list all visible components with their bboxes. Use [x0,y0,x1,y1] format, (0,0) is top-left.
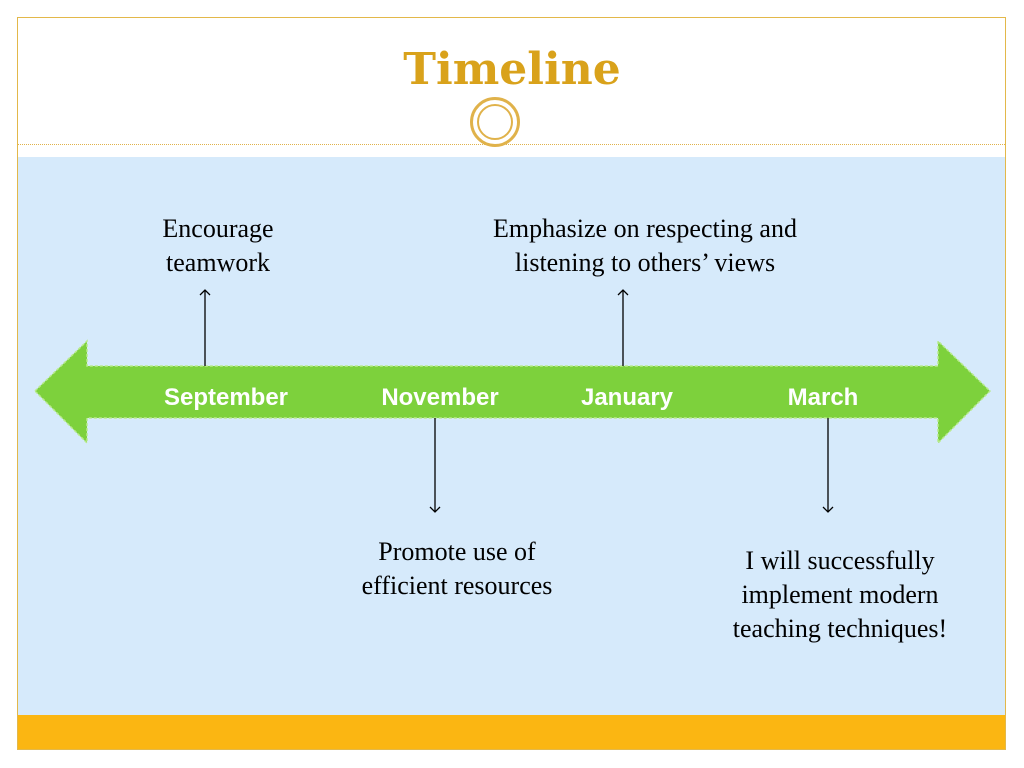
footer-band [18,715,1005,749]
month-label-november: November [381,384,499,411]
title-divider [18,144,1005,145]
double-headed-arrow-icon [33,339,992,445]
event-text-september: Encourage teamwork [18,212,418,280]
content-area [18,157,1005,716]
event-text-line: teaching techniques! [732,614,948,643]
event-text-line: I will successfully [745,546,935,575]
slide-title: Timeline [403,44,621,95]
event-text-line: Emphasize on respecting and [493,214,797,243]
event-text-line: teamwork [166,248,270,277]
event-text-line: Encourage [162,214,274,243]
month-label-september: September [163,384,289,411]
double-ring-ornament-icon [470,97,520,147]
event-text-line: efficient resources [361,571,553,600]
event-text-line: implement modern [741,580,939,609]
event-text-january: Emphasize on respecting and listening to … [445,212,845,280]
event-text-november: Promote use of efficient resources [257,535,657,603]
event-text-march: I will successfully implement modern teach… [640,544,1024,646]
month-label-january: January [580,384,674,411]
event-text-line: Promote use of [378,537,536,566]
event-text-line: listening to others’ views [514,248,776,277]
month-label-march: March [787,384,859,411]
